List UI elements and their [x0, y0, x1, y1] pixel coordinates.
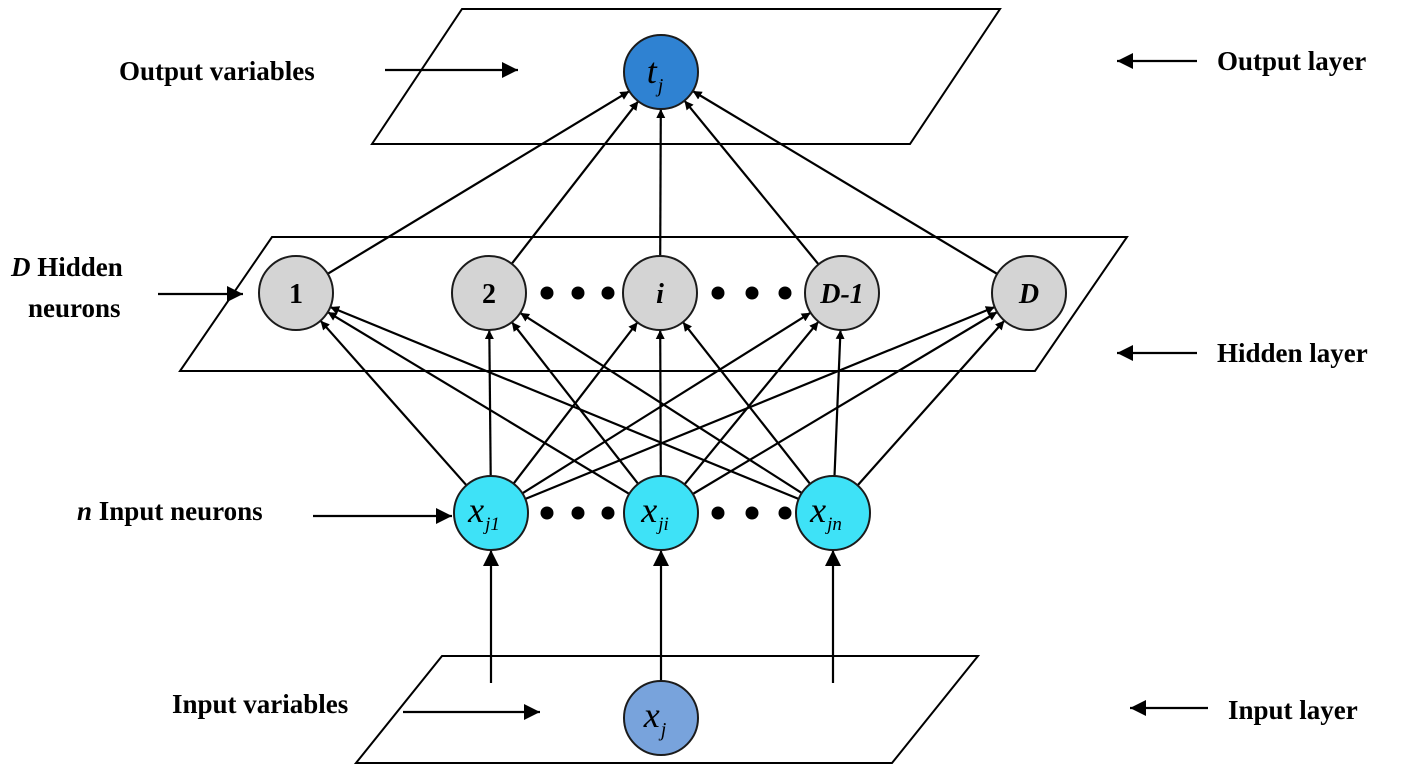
- svg-text:xji: xji: [640, 490, 669, 535]
- svg-text:D: D: [1018, 279, 1039, 310]
- edge-input-1-to-hidden-0: [327, 311, 630, 495]
- input-neurons-label: n Input neurons: [77, 496, 263, 526]
- output-node-tj: tj: [623, 34, 699, 110]
- input-variables-label: Input variables: [172, 689, 348, 719]
- hidden-node-d: D: [991, 255, 1067, 331]
- edge-hidden-3-to-output: [683, 99, 820, 266]
- hidden-node-i: i: [622, 255, 698, 331]
- svg-text:xj1: xj1: [467, 490, 500, 535]
- hidden-node-2: 2: [451, 255, 527, 331]
- edge-hidden-1-to-output: [510, 100, 640, 265]
- edge-input-1-to-hidden-1: [510, 321, 640, 485]
- output-layer-label: Output layer: [1217, 46, 1366, 76]
- hidden-ellipsis-dots: [540, 286, 792, 300]
- edge-input-2-to-hidden-1: [519, 311, 803, 495]
- edge-input-1-to-hidden-4: [692, 311, 998, 495]
- edge-input-1-to-hidden-3: [683, 320, 820, 486]
- input-layer-label: Input layer: [1228, 695, 1358, 725]
- input-neuron-xji: xji: [623, 475, 699, 551]
- svg-text:1: 1: [289, 279, 303, 310]
- edge-hidden-0-to-output: [327, 90, 630, 275]
- svg-text:i: i: [656, 279, 664, 310]
- hidden-neurons-label-line2: neurons: [28, 293, 121, 323]
- input-neuron-xj1: xj1: [453, 475, 529, 551]
- edge-input-2-to-hidden-4: [856, 319, 1006, 487]
- svg-text:2: 2: [482, 279, 496, 310]
- svg-text:D-1: D-1: [819, 279, 864, 310]
- edge-input-0-to-hidden-1: [484, 329, 494, 477]
- hidden-neurons-label: D Hidden: [10, 252, 123, 282]
- hidden-node-d-minus-1: D-1: [804, 255, 880, 331]
- connection-edges: [319, 90, 1006, 683]
- edge-input-2-to-hidden-3: [833, 329, 845, 477]
- edge-input-2-to-hidden-2: [682, 321, 811, 485]
- edge-input-0-to-hidden-3: [521, 311, 812, 495]
- input-variable-node-xj: xj: [623, 680, 699, 756]
- edge-hidden-2-to-output: [656, 108, 666, 257]
- input-ellipsis-dots: [540, 506, 792, 520]
- output-variables-label: Output variables: [119, 56, 315, 86]
- edge-input-0-to-hidden-0: [319, 319, 468, 487]
- edge-input-0-to-hidden-4: [524, 305, 996, 501]
- input-neuron-xjn: xjn: [795, 475, 871, 551]
- svg-text:tj: tj: [647, 51, 664, 97]
- hidden-layer-label: Hidden layer: [1217, 338, 1368, 368]
- edge-hidden-4-to-output: [692, 90, 998, 275]
- hidden-node-1: 1: [258, 255, 334, 331]
- svg-text:xjn: xjn: [809, 490, 842, 535]
- svg-text:xj: xj: [643, 695, 667, 741]
- edge-input-2-to-hidden-0: [329, 305, 800, 501]
